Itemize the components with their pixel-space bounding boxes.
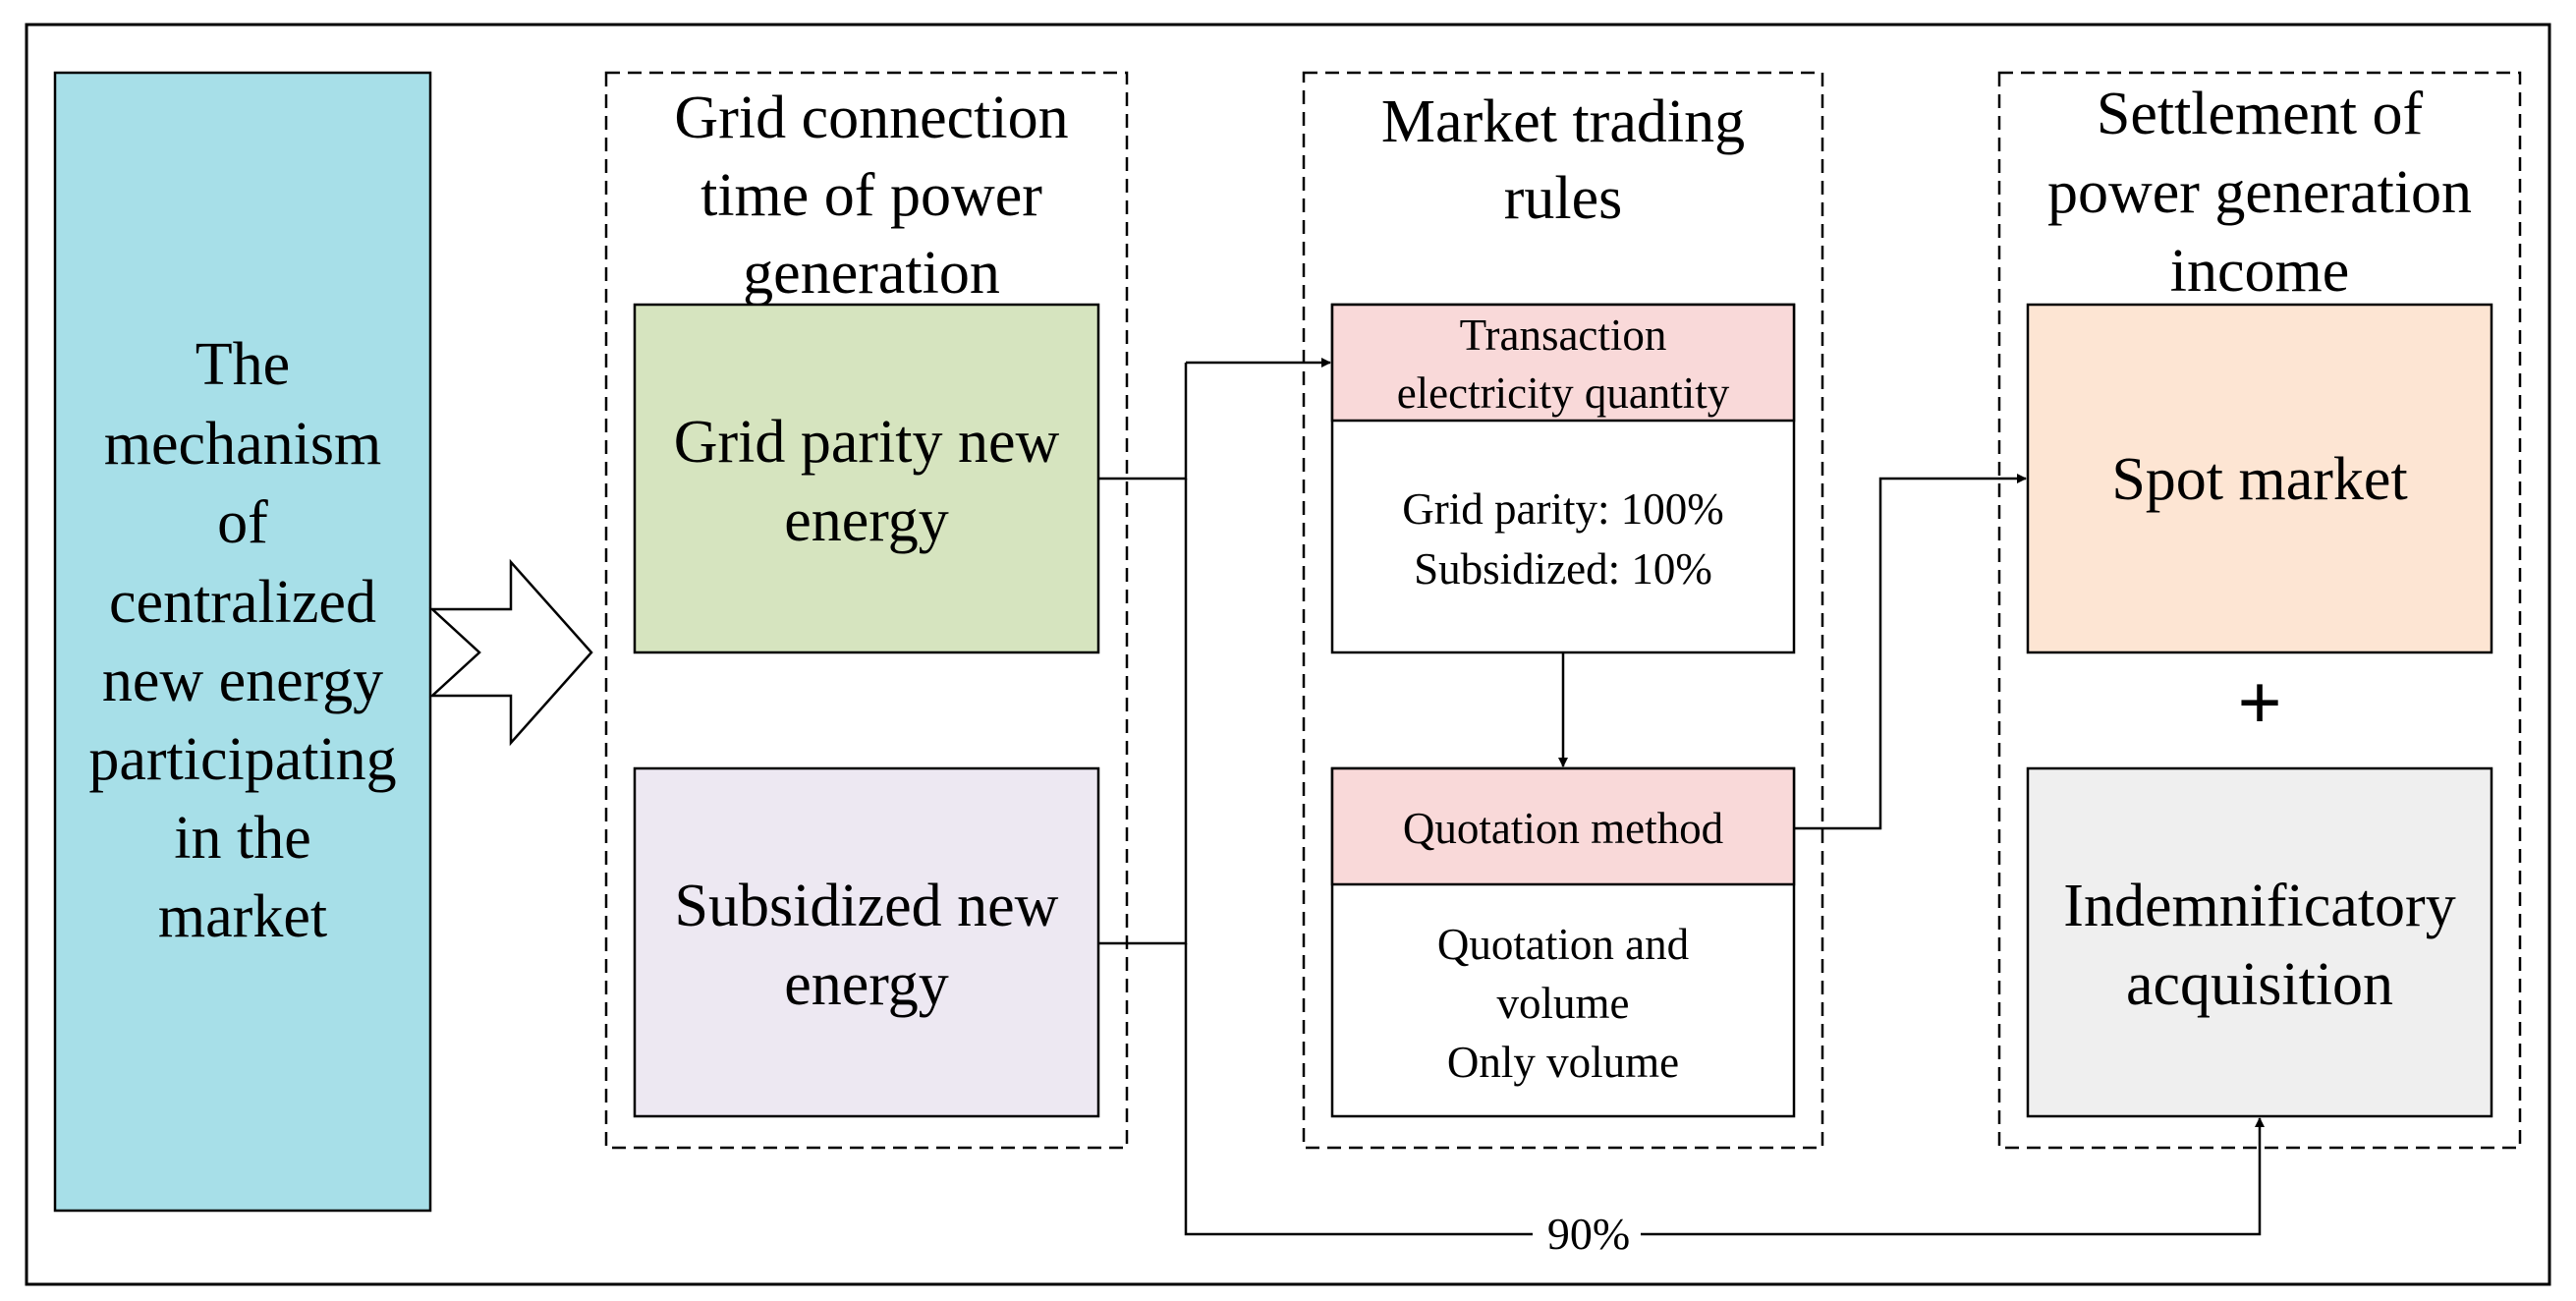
column-trading-title: rules — [1504, 165, 1623, 232]
connector-quotation-to-spot — [1794, 474, 2027, 830]
column-grid-title: Grid connection — [674, 85, 1068, 151]
quantity-body-text: Subsidized: 10% — [1414, 544, 1712, 594]
quantity-header-label: Transaction — [1460, 311, 1667, 360]
connector-parity — [1098, 363, 1188, 481]
plus-sign: + — [2237, 660, 2282, 747]
connector-label-90: 90% — [1547, 1209, 1630, 1259]
column-settlement-title: income — [2170, 238, 2350, 305]
quotation-body-text: Quotation and — [1437, 920, 1689, 969]
outer-frame — [25, 23, 2551, 1286]
spot-market-label: Spot market — [2111, 446, 2407, 513]
quantity-header-label: electricity quantity — [1397, 368, 1730, 418]
column-grid-frame — [604, 71, 1129, 1150]
quantity-body-text: Grid parity: 100% — [1402, 484, 1723, 534]
main-block-line: of — [217, 489, 268, 556]
subsidized-box-label: energy — [784, 951, 949, 1018]
connector-subsidized — [1098, 479, 1188, 945]
main-block-line: market — [158, 883, 327, 950]
indemnificatory-box — [2026, 766, 2493, 1118]
column-settlement-frame — [1997, 71, 2522, 1150]
main-block-line: participating — [88, 726, 396, 793]
column-settlement-title: power generation — [2047, 159, 2472, 226]
quotation-header — [1330, 766, 1796, 886]
main-block-line: centralized — [109, 569, 376, 636]
indemnificatory-label: Indemnificatory — [2063, 873, 2455, 939]
connector-label-bg — [1533, 1213, 1641, 1256]
column-trading-title: Market trading — [1381, 88, 1745, 155]
quotation-header-label: Quotation method — [1403, 804, 1723, 853]
quantity-header — [1330, 303, 1796, 423]
main-block-line: in the — [174, 805, 310, 872]
spot-market-box — [2026, 303, 2493, 654]
subsidized-box-label: Subsidized new — [675, 873, 1059, 939]
connector-subsidized-to-indemn — [1184, 943, 2265, 1236]
quotation-body-text: volume — [1497, 979, 1630, 1028]
parity-box-label: Grid parity new — [674, 409, 1060, 476]
main-block — [53, 71, 432, 1213]
column-trading-frame — [1302, 71, 1824, 1150]
parity-box — [633, 303, 1100, 654]
parity-box-label: energy — [784, 487, 949, 554]
column-grid-title: time of power — [700, 162, 1042, 229]
quotation-body-text: Only volume — [1447, 1038, 1679, 1087]
hollow-arrow — [428, 558, 593, 747]
indemnificatory-label: acquisition — [2126, 951, 2393, 1018]
column-settlement-title: Settlement of — [2097, 81, 2424, 147]
column-grid-title: generation — [743, 240, 1000, 307]
subsidized-box — [633, 766, 1100, 1118]
main-block-line: mechanism — [104, 411, 381, 478]
main-block-line: new energy — [102, 648, 383, 714]
main-block-line: The — [196, 331, 290, 398]
